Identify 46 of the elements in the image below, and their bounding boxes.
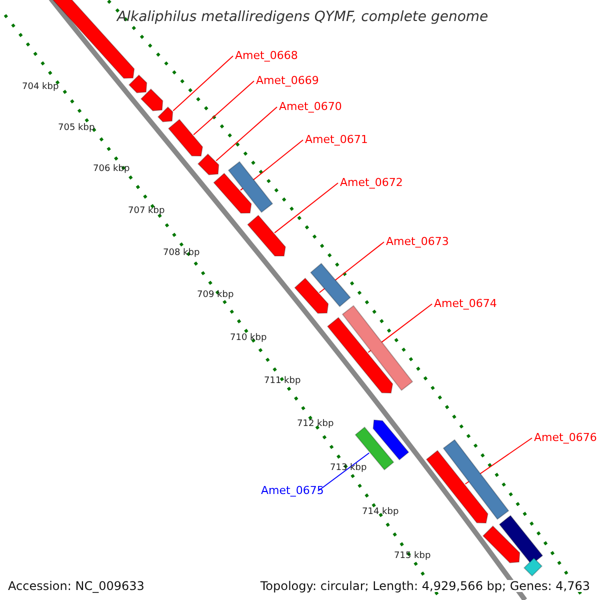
scale-label: 713 kbp — [330, 464, 367, 473]
gene-block — [372, 419, 410, 460]
scale-label: 704 kbp — [22, 83, 59, 92]
scale-label: 711 kbp — [264, 377, 301, 386]
scale-label: 712 kbp — [297, 420, 334, 429]
scale-label: 705 kbp — [58, 124, 95, 133]
gene-block — [168, 118, 204, 156]
gene-block — [426, 450, 488, 524]
leader-line — [274, 182, 338, 234]
genome-summary-text: Topology: circular; Length: 4,929,566 bp; Genes: 4,763 — [260, 580, 590, 592]
gene-label: Amet_0672 — [340, 177, 403, 188]
title: Alkaliphilus metalliredigens QYMF, complete genome — [117, 10, 488, 24]
scale-label: 714 kbp — [362, 508, 399, 517]
gene-block — [157, 106, 174, 122]
gene-block — [482, 525, 520, 564]
gene-block — [197, 153, 220, 176]
scale-label: 706 kbp — [93, 165, 130, 174]
gene-label: Amet_0676 — [534, 432, 597, 443]
gene-label: Amet_0669 — [256, 75, 319, 86]
scale-label: 715 kbp — [394, 552, 431, 561]
gene-block — [310, 262, 351, 308]
gene-label: Amet_0675 — [261, 485, 324, 496]
gene-block — [228, 161, 274, 213]
accession-text: Accession: NC_009633 — [8, 580, 144, 592]
gene-block — [523, 557, 543, 577]
leader-line — [216, 106, 278, 162]
gene-block — [442, 439, 510, 520]
leader-line — [172, 56, 234, 112]
gene-label: Amet_0668 — [235, 50, 298, 61]
scale-label: 707 kbp — [128, 207, 165, 216]
gene-label: Amet_0671 — [305, 134, 368, 145]
scale-label: 709 kbp — [197, 291, 234, 300]
scale-label: 710 kbp — [230, 334, 267, 343]
gene-block — [247, 214, 286, 256]
leader-line — [193, 80, 254, 136]
gene-block — [128, 74, 148, 94]
leader-line — [318, 452, 370, 492]
gene-label: Amet_0673 — [386, 236, 449, 247]
gene-block — [213, 172, 252, 214]
gene-block — [294, 278, 329, 314]
gene-block — [140, 88, 164, 112]
gene-block — [342, 305, 414, 391]
gene-label: Amet_0674 — [434, 298, 497, 309]
gene-label: Amet_0670 — [279, 101, 342, 112]
gene-block — [326, 316, 394, 394]
scale-label: 708 kbp — [163, 249, 200, 258]
